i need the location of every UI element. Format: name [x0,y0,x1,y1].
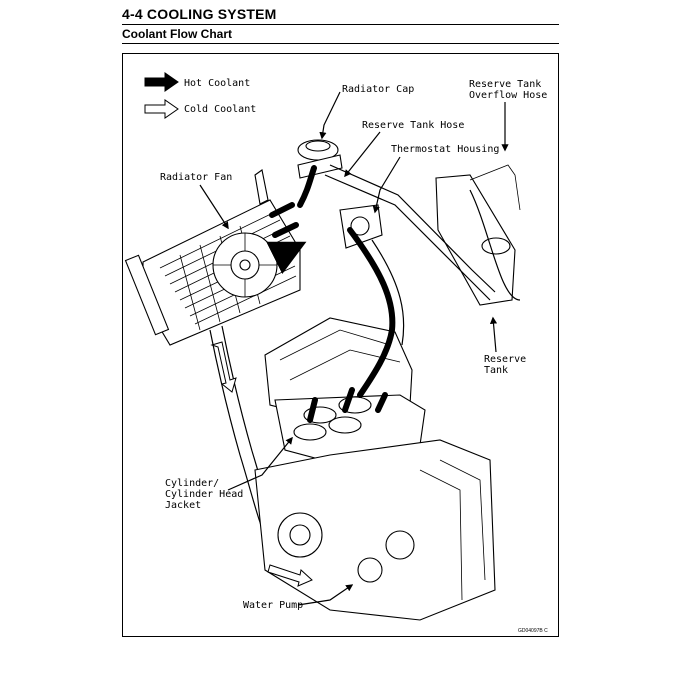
cylinder-label-line3: Jacket [165,500,201,511]
reserve-tank-label-line1: Reserve [484,354,526,365]
radiator-cap-label: Radiator Cap [342,84,414,95]
page-subtitle: Coolant Flow Chart [122,27,232,41]
thermostat-housing [339,204,383,249]
radiator-fan [212,169,278,298]
hot-coolant-arrow-icon [144,72,179,92]
water-pump-label: Water Pump [243,600,303,611]
section-title: 4-4 COOLING SYSTEM [122,6,277,22]
callouts: Radiator Cap Reserve Tank Hose Thermosta… [160,79,547,611]
subtitle-rule [122,43,559,44]
cylinder-label-line1: Cylinder/ [165,478,219,489]
thermostat-housing-label: Thermostat Housing [391,144,499,155]
reserve-tank [435,164,521,306]
legend: Hot Coolant Cold Coolant [144,72,256,119]
cold-coolant-flow [210,341,313,587]
legend-hot-label: Hot Coolant [184,78,250,89]
figure-frame [122,53,559,637]
reserve-tank-hose-label: Reserve Tank Hose [362,120,464,131]
cylinder-label-line2: Cylinder Head [165,489,243,500]
radiator-cap [297,139,343,179]
legend-cold-label: Cold Coolant [184,104,256,115]
radiator-fan-label: Radiator Fan [160,172,232,183]
figure-code: GD04097B C [518,628,548,634]
overflow-hose-label-line1: Reserve Tank [469,79,541,90]
reserve-tank-label-line2: Tank [484,365,508,376]
hot-coolant-flow [272,165,396,423]
header-rule [122,24,559,25]
cold-coolant-arrow-icon [144,99,179,119]
overflow-hose-label-line2: Overflow Hose [469,90,547,101]
